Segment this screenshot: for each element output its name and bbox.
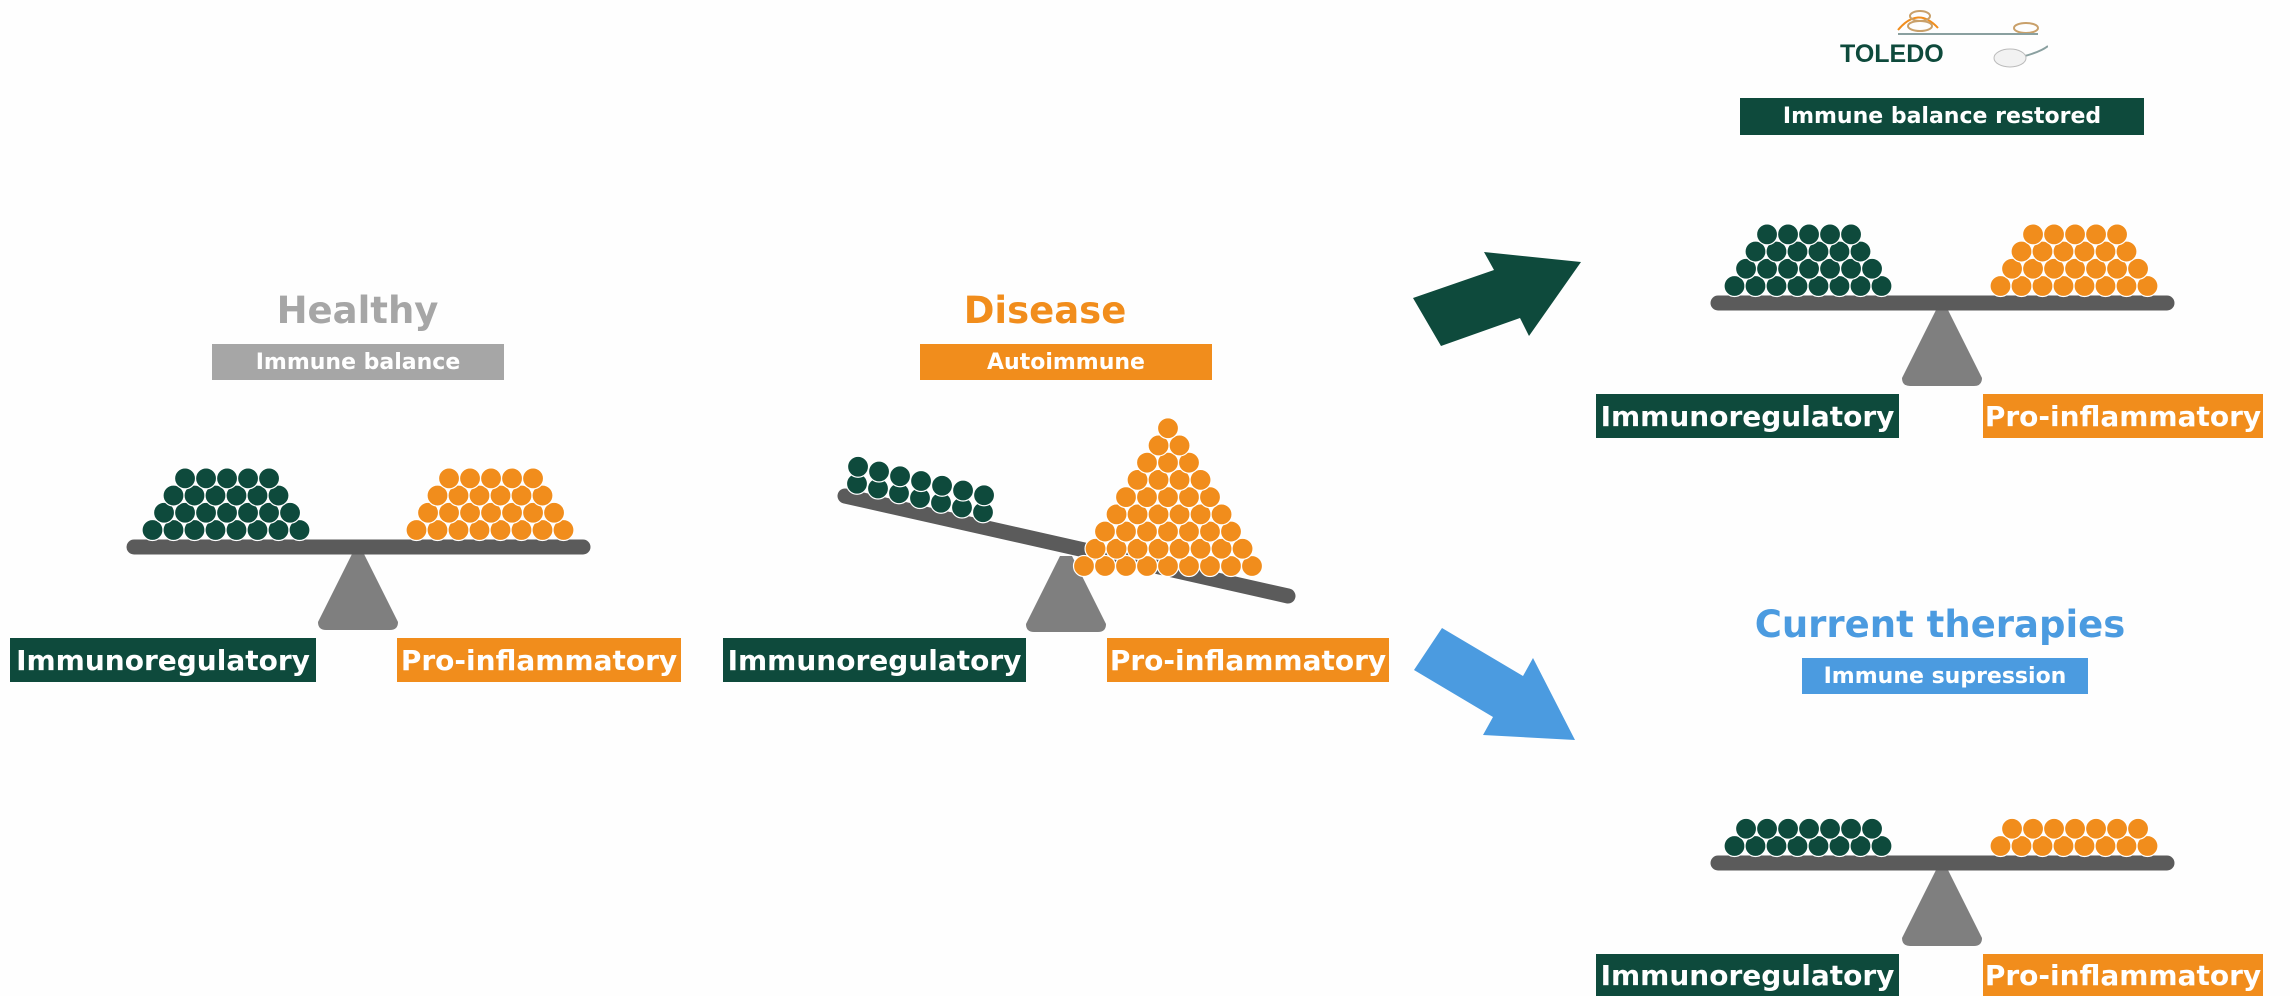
pro-inflammatory-cell [1240,554,1264,578]
therapies-pro-inflammatory-label: Pro-inflammatory [1983,954,2263,996]
immunoregulatory-cell [846,455,870,478]
pro-inflammatory-cell [552,518,575,542]
disease-beam [837,488,1296,604]
pro-inflammatory-cell [2021,223,2045,246]
healthy-title: Healthy [276,289,439,332]
immunoregulatory-cell [909,469,933,493]
immunoregulatory-cell [972,484,996,507]
pro-inflammatory-cell [2105,817,2129,840]
pro-inflammatory-cell [500,467,524,490]
immunoregulatory-cell [267,484,290,507]
immunoregulatory-cell [1818,223,1842,246]
disease-title: Disease [963,289,1127,332]
pro-inflammatory-cell [1219,520,1243,543]
pro-inflammatory-cell [542,501,566,524]
pro-inflammatory-cell [2063,817,2087,840]
immunoregulatory-cell [951,479,975,502]
therapies-subtitle: Immune supression [1802,658,2088,694]
pro-inflammatory-cell [1168,434,1191,457]
healthy-pro-inflammatory-label: Pro-inflammatory [397,638,681,682]
immunoregulatory-cell [867,460,891,483]
pro-inflammatory-cell [2042,817,2066,840]
therapies-title: Current therapies [1754,603,2126,646]
immunoregulatory-cell [1839,817,1863,840]
pro-inflammatory-cell [1156,417,1180,440]
pro-inflammatory-cell [479,467,503,490]
therapies-immunoregulatory-label: Immunoregulatory [1596,954,1899,996]
restored-fulcrum [1902,310,1982,386]
immunoregulatory-cell [1776,817,1800,840]
immunoregulatory-cell [278,501,302,524]
pro-inflammatory-cell [2084,223,2108,246]
pro-inflammatory-cell [1189,468,1212,491]
pro-inflammatory-cell [2115,240,2138,263]
pro-inflammatory-cell [437,467,461,490]
restored-subtitle: Immune balance restored [1740,98,2144,135]
disease-fulcrum [1026,556,1106,632]
immunoregulatory-cell [173,467,197,490]
pro-inflammatory-cell [1177,451,1201,474]
pro-inflammatory-cell [2126,257,2150,280]
immunoregulatory-cell [1755,223,1779,246]
immunoregulatory-cell [1797,223,1821,246]
restored-immunoregulatory-label: Immunoregulatory [1596,394,1899,438]
pro-inflammatory-cell [2084,817,2108,840]
pro-inflammatory-cell [2136,274,2159,298]
immunoregulatory-cell [257,467,281,490]
pro-inflammatory-cell [531,484,554,507]
pro-inflammatory-cell [2021,817,2045,840]
pro-inflammatory-cell [2105,223,2129,246]
immunoregulatory-cell [1860,817,1884,840]
down-arrow [1414,628,1575,740]
immunoregulatory-cell [1818,817,1842,840]
disease-subtitle: Autoimmune [920,344,1212,380]
immunoregulatory-cell [1870,274,1893,298]
immunoregulatory-cell [930,474,954,497]
healthy-subtitle: Immune balance [212,344,504,380]
pro-inflammatory-cell [1231,537,1254,560]
immunoregulatory-cell [1734,817,1758,840]
immunoregulatory-cell [1870,834,1893,858]
immunoregulatory-cell [888,465,912,488]
pro-inflammatory-cell [521,467,545,490]
immunoregulatory-cell [288,518,311,542]
immunoregulatory-cell [194,467,218,490]
pro-inflammatory-cell [2136,834,2159,858]
healthy-immunoregulatory-label: Immunoregulatory [10,638,316,682]
restored-pro-inflammatory-label: Pro-inflammatory [1983,394,2263,438]
therapies-fulcrum [1902,870,1982,946]
immunoregulatory-cell [236,467,260,490]
immunoregulatory-cell [1849,240,1872,263]
immunoregulatory-cell [1776,223,1800,246]
immunoregulatory-cell [1839,223,1863,246]
pro-inflammatory-cell [2042,223,2066,246]
pro-inflammatory-cell [458,467,482,490]
immunoregulatory-cell [1797,817,1821,840]
immunoregulatory-cell [1755,817,1779,840]
pro-inflammatory-cell [1210,503,1233,526]
immunoregulatory-cell [1860,257,1884,280]
immunoregulatory-cell [215,467,239,490]
pro-inflammatory-cell [2000,817,2024,840]
disease-immunoregulatory-label: Immunoregulatory [723,638,1026,682]
pro-inflammatory-cell [2126,817,2150,840]
disease-pro-inflammatory-label: Pro-inflammatory [1107,638,1389,682]
pro-inflammatory-cell [2063,223,2087,246]
toledo-logo-text: TOLEDO [1840,40,1944,68]
healthy-fulcrum [318,554,398,630]
toledo-logo-graphic [1897,10,2048,68]
pro-inflammatory-cell [1198,486,1222,509]
up-arrow [1413,252,1581,346]
